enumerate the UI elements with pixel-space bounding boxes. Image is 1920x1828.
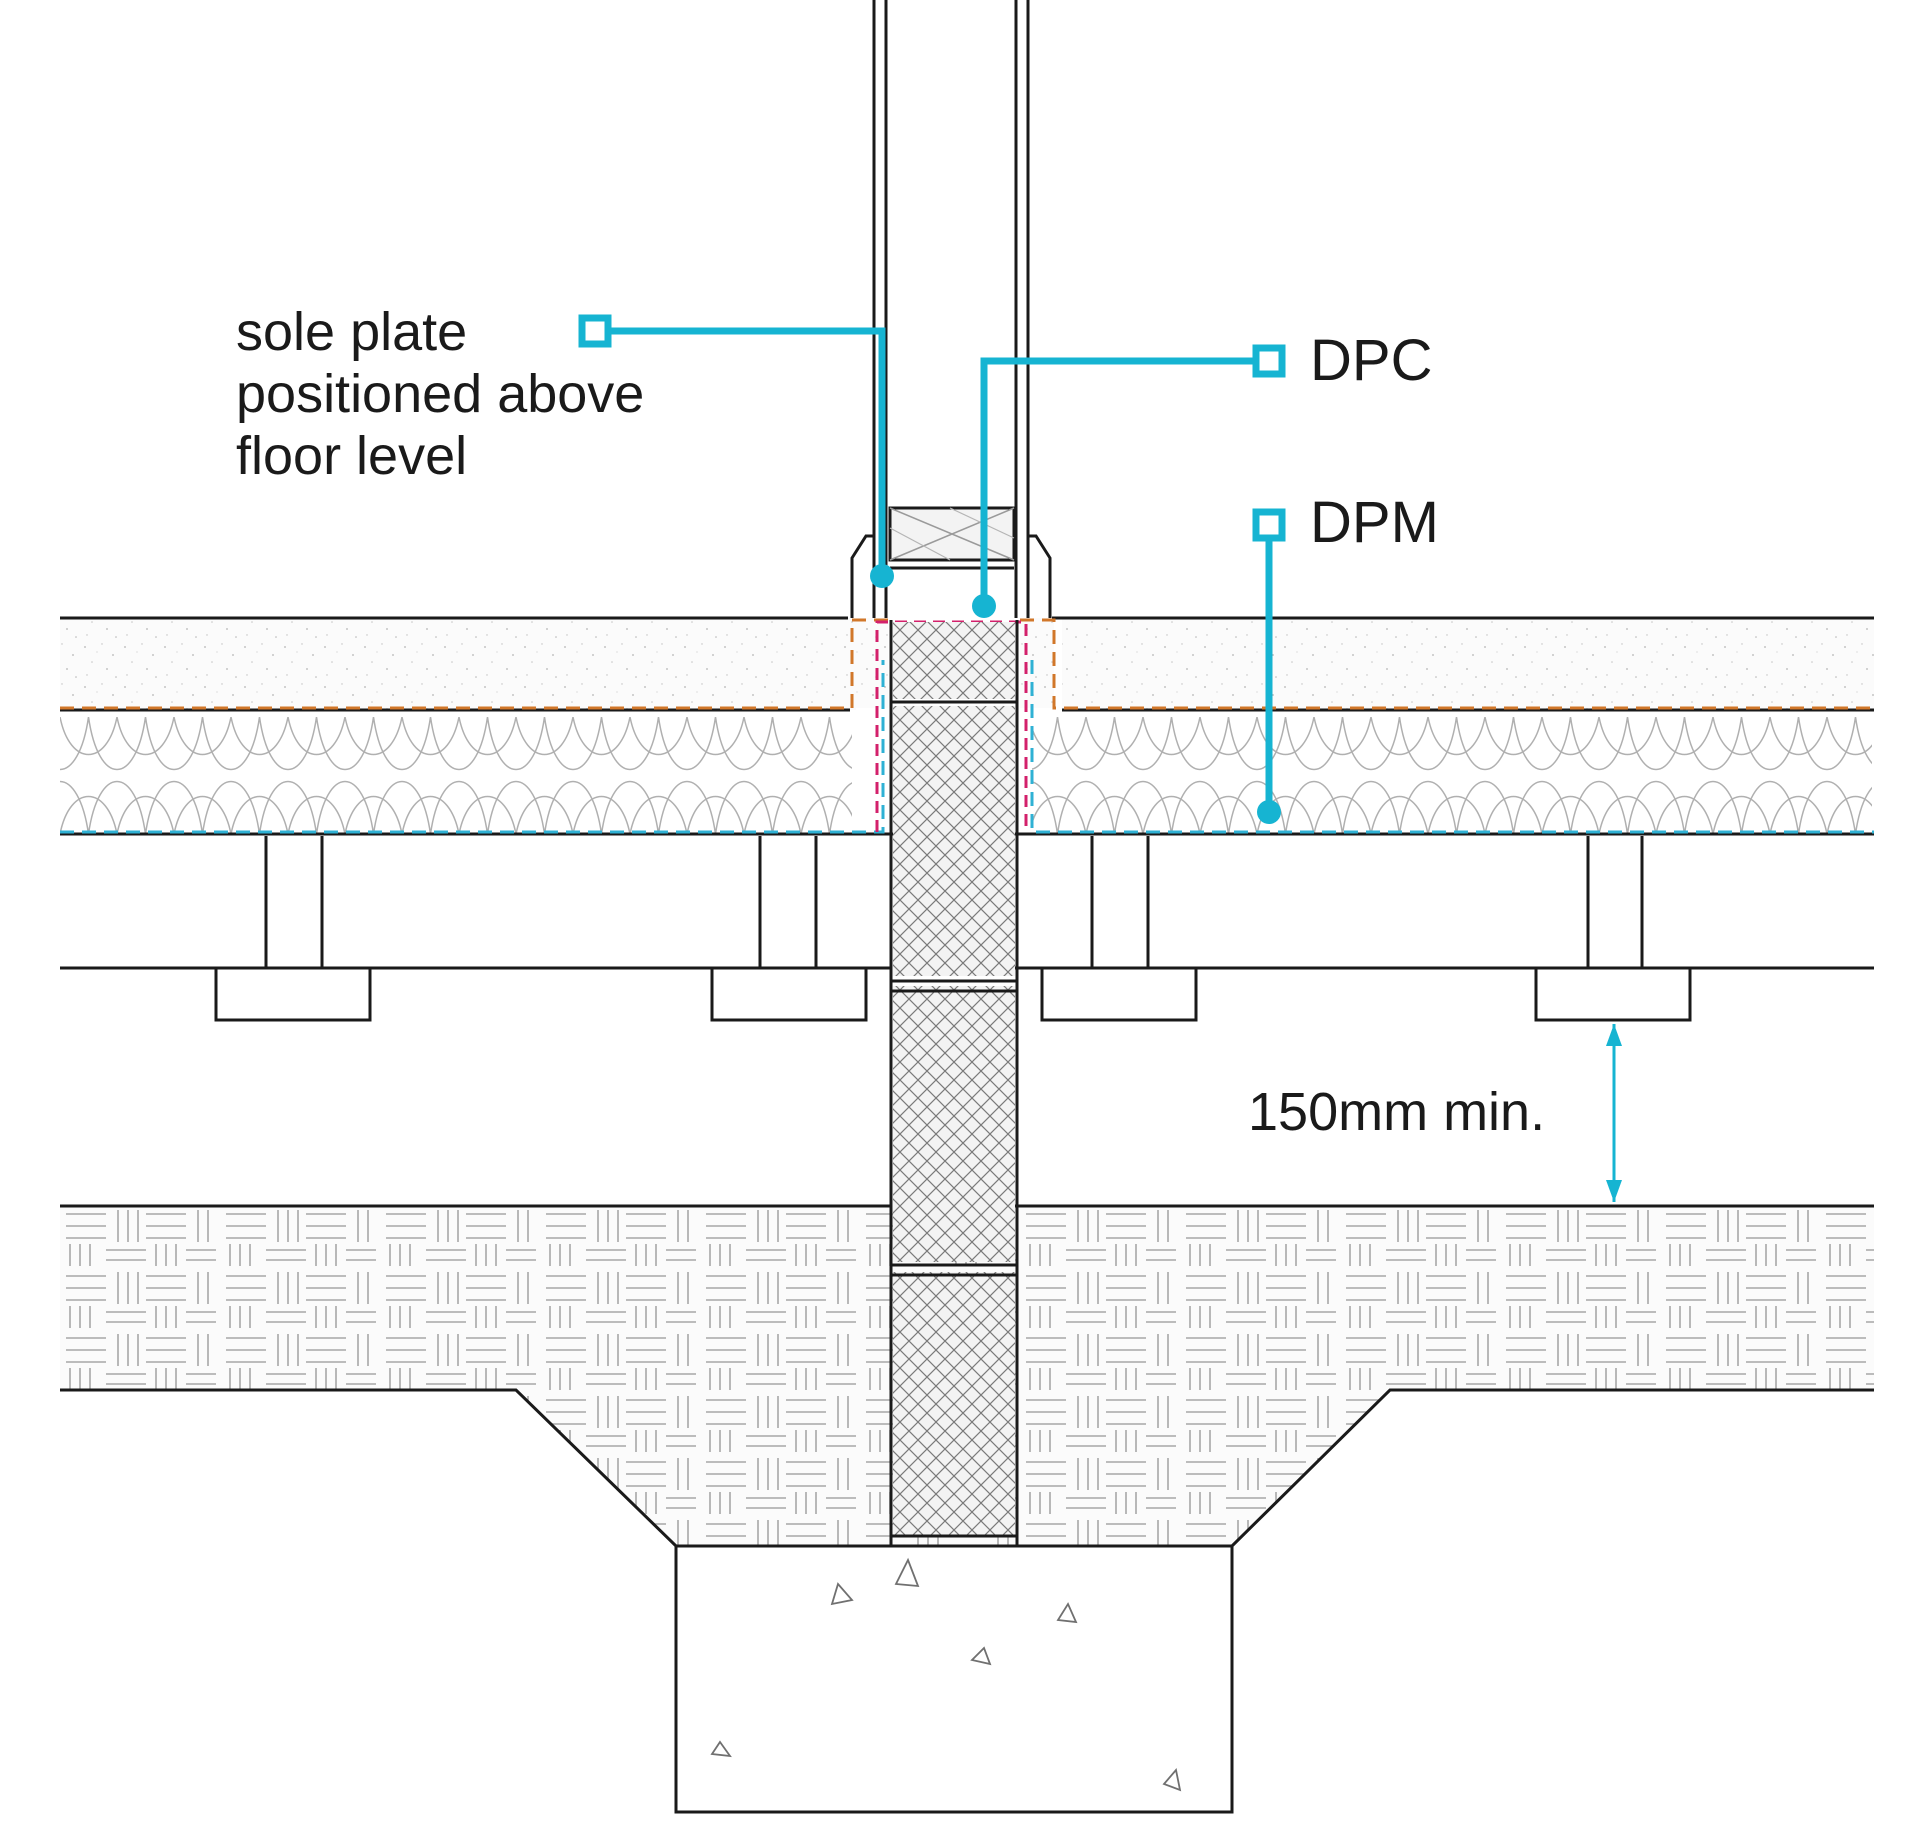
masonry-wall [889,620,1019,1546]
floor-screed [60,616,1874,710]
dpc-label: DPC [1310,328,1432,393]
floor-insulation [60,708,1874,836]
concrete-foundation [674,1544,1234,1814]
dpc-membrane-line [875,620,1028,832]
dpm-membrane-line [60,660,1874,834]
dimension-label: 150mm min. [1248,1082,1545,1142]
sole-plate-label-line-3: floor level [236,426,467,486]
sole-plate-label-line-2: positioned above [236,364,644,424]
clearance-dimension [1606,1024,1622,1202]
suspended-floor-beams [60,836,1874,1022]
orange-membrane [60,618,1874,710]
sole-plate-label-line-1: sole plate [236,302,467,362]
callout-sole-plate [578,314,894,588]
callout-dpc [972,344,1286,618]
dpm-label: DPM [1310,490,1439,555]
timber-frame-wall [850,0,1052,618]
callout-dpm [1252,508,1286,824]
